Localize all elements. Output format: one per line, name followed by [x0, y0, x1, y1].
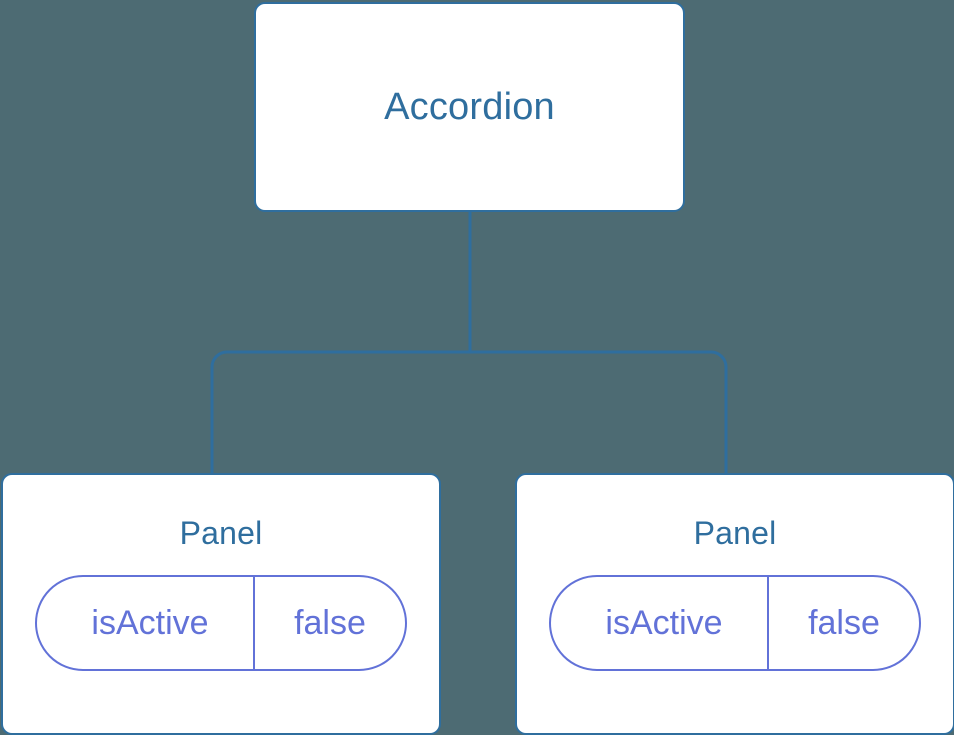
node-panel-right[interactable]: Panel isActive false — [515, 473, 954, 735]
state-key-left: isActive — [91, 604, 209, 642]
node-panel-right-label: Panel — [693, 515, 777, 551]
state-pill-left[interactable]: isActive false — [35, 575, 407, 671]
edge-bus-to-left-panel — [210, 350, 470, 474]
state-value-right: false — [767, 577, 919, 669]
state-pill-right[interactable]: isActive false — [549, 575, 921, 671]
node-accordion-label: Accordion — [384, 86, 555, 128]
state-key-right: isActive — [605, 604, 723, 642]
edge-bus-to-right-panel — [470, 350, 728, 474]
node-panel-left-label: Panel — [179, 515, 263, 551]
node-accordion[interactable]: Accordion — [254, 2, 685, 212]
state-value-left: false — [253, 577, 405, 669]
node-panel-left[interactable]: Panel isActive false — [1, 473, 441, 735]
